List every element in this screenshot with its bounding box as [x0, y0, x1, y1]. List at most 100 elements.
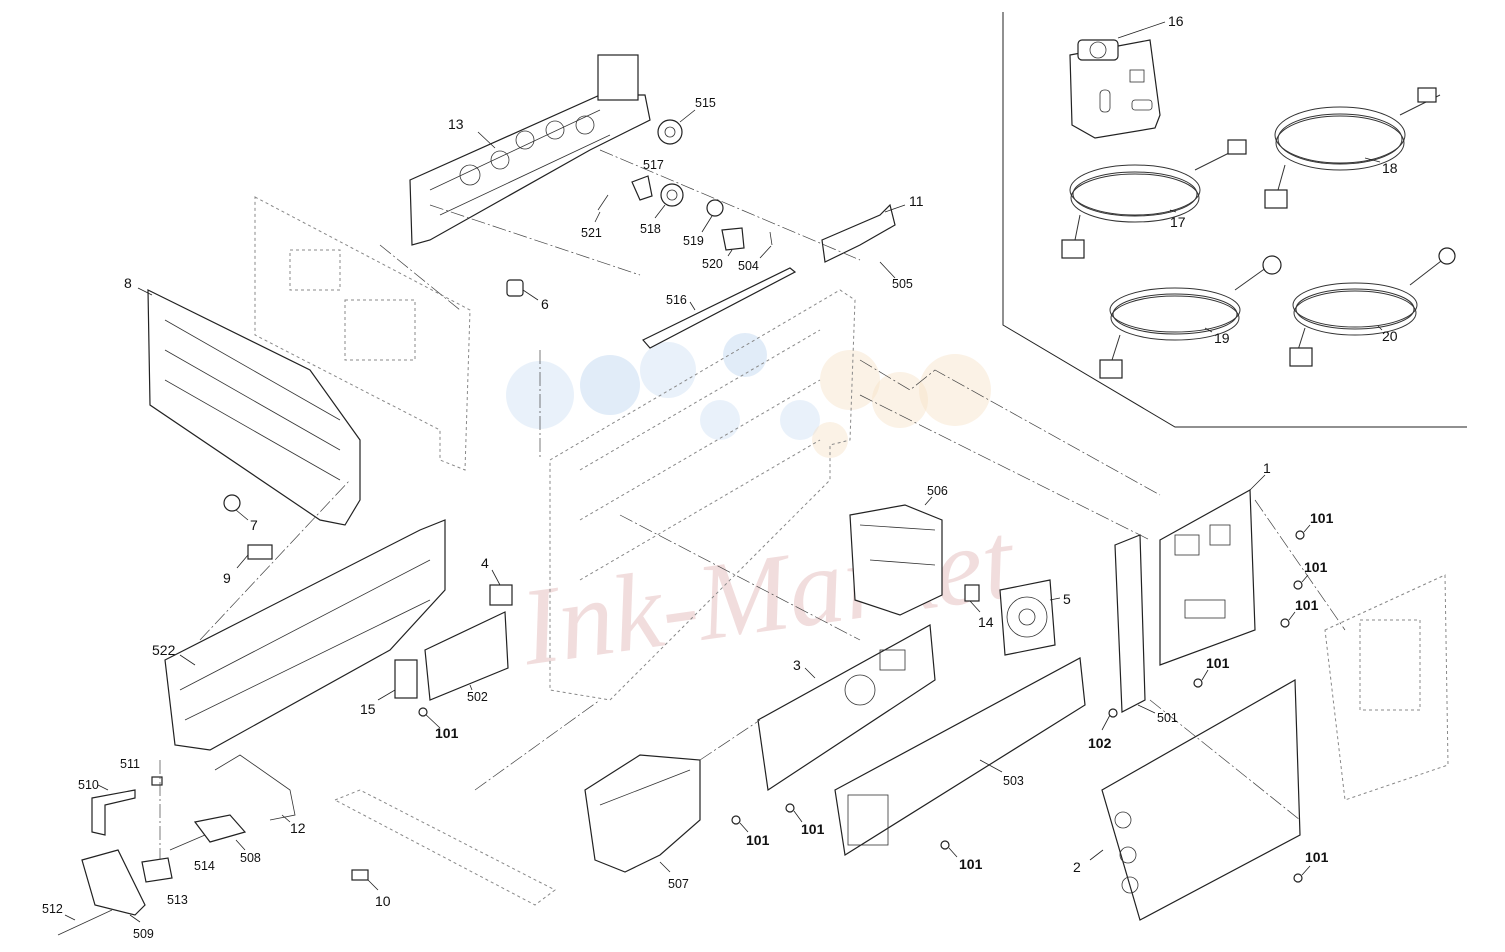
gear-519	[706, 199, 724, 217]
leader-14	[969, 600, 981, 613]
callout-p17: 17	[1170, 214, 1186, 230]
callout-p8: 8	[124, 275, 132, 291]
callout-p514: 514	[194, 859, 215, 873]
callout-p14: 14	[978, 614, 994, 630]
callout-p509: 509	[133, 927, 154, 941]
gear-518	[660, 183, 684, 207]
callout-p510: 510	[78, 778, 99, 792]
accessory-box-border	[1002, 12, 1467, 428]
part-509	[81, 849, 146, 916]
leader-503	[979, 759, 1003, 773]
callout-p518: 518	[640, 222, 661, 236]
leader-2	[1089, 849, 1104, 861]
leader-520	[727, 249, 733, 257]
callout-p3: 3	[793, 657, 801, 673]
callout-p101h: 101	[959, 856, 983, 872]
main-board-2	[1101, 678, 1301, 921]
leader-1	[1249, 474, 1266, 491]
leader-20	[1377, 325, 1383, 331]
screw-leaders	[739, 524, 1311, 876]
callout-p13: 13	[448, 116, 464, 132]
leader-515	[679, 109, 696, 123]
leader-15	[377, 689, 396, 701]
leader-508	[235, 839, 246, 851]
leader-5	[1049, 597, 1061, 601]
callout-p11: 11	[909, 193, 924, 209]
lower-frame-522	[164, 519, 446, 751]
callout-p101i: 101	[1305, 849, 1329, 865]
psu-3	[757, 624, 936, 792]
upper-frame-shape	[409, 54, 651, 246]
gear-515	[657, 119, 683, 145]
callout-p522: 522	[152, 642, 176, 658]
bracket-11	[821, 203, 896, 263]
leader-506	[924, 496, 933, 506]
board-502	[424, 611, 509, 701]
leader-521	[594, 211, 601, 223]
leader-11	[884, 204, 906, 213]
callout-p513: 513	[167, 893, 188, 907]
lever-517	[631, 175, 653, 201]
toner-bottle-shape	[1069, 39, 1161, 139]
part-9	[247, 544, 273, 560]
leader-512	[64, 914, 76, 921]
harness-12	[214, 754, 296, 821]
leader-16	[1117, 21, 1166, 39]
callout-p20: 20	[1382, 328, 1398, 344]
part-511	[151, 776, 163, 786]
callout-p101e: 101	[1206, 655, 1230, 671]
callout-p503: 503	[1003, 774, 1024, 788]
callout-p7: 7	[250, 517, 258, 533]
callout-p101c: 101	[1304, 559, 1328, 575]
leader-516	[689, 301, 696, 311]
leader-8	[137, 287, 153, 296]
callout-p501: 501	[1157, 711, 1178, 725]
callout-p101b: 101	[1310, 510, 1334, 526]
power-cord-17	[1061, 139, 1247, 259]
leader-7	[235, 509, 249, 521]
screw-shapes	[418, 530, 1305, 883]
duct-507	[584, 754, 701, 873]
assembly-guide-lines	[159, 149, 1346, 860]
leader-13	[477, 131, 496, 149]
leader-504	[759, 245, 772, 259]
callout-p6: 6	[541, 296, 549, 312]
left-frame-8	[147, 289, 361, 526]
callout-p507: 507	[668, 877, 689, 891]
leader-4	[491, 569, 501, 586]
callout-p517: 517	[643, 158, 664, 172]
part-4	[489, 584, 513, 606]
part-510	[91, 789, 136, 836]
right-rear-cover	[1324, 574, 1449, 801]
callout-p101f: 101	[746, 832, 770, 848]
shield-503	[834, 657, 1086, 856]
leader-507	[659, 861, 671, 873]
callout-p502: 502	[467, 690, 488, 704]
callout-p101d: 101	[1295, 597, 1319, 613]
callout-p521: 521	[581, 226, 602, 240]
callout-p101a: 101	[435, 725, 459, 741]
part-513	[141, 857, 173, 883]
leader-12	[281, 814, 291, 823]
part-14	[964, 584, 980, 602]
callout-p505: 505	[892, 277, 913, 291]
callout-p16: 16	[1168, 13, 1184, 29]
callout-p512: 512	[42, 902, 63, 916]
callout-p10: 10	[375, 893, 391, 909]
spring-504	[769, 231, 773, 246]
leader-9	[236, 554, 249, 569]
leader-17	[1169, 209, 1177, 213]
rear-frame-dashed	[254, 196, 471, 471]
callout-p102: 102	[1088, 735, 1112, 751]
leader-18	[1364, 157, 1381, 163]
bracket-501	[1114, 534, 1146, 713]
callout-p5: 5	[1063, 591, 1071, 607]
controller-board-1	[1159, 488, 1256, 666]
callout-p511: 511	[120, 757, 140, 771]
callout-p519: 519	[683, 234, 704, 248]
clip-6	[506, 279, 524, 297]
leader-509	[129, 914, 141, 923]
callout-labels: 16 17 18 19 20 13 515 517 521 518 519 52…	[42, 13, 1398, 941]
callout-p15: 15	[360, 701, 376, 717]
leader-505	[879, 261, 896, 279]
